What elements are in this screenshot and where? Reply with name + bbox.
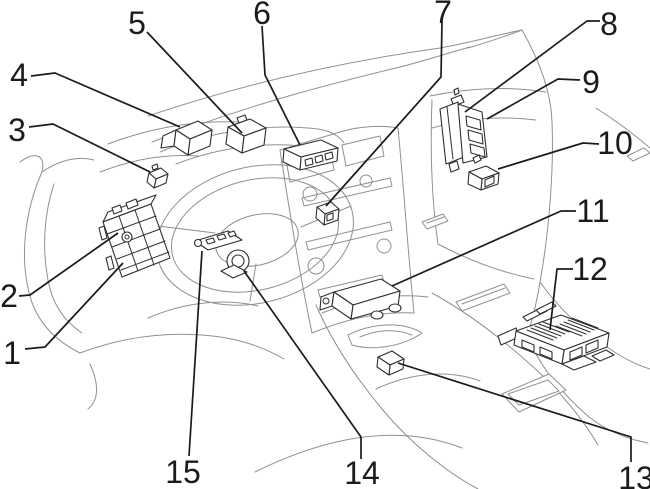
knee-bolster-b [87,363,97,410]
component-3-connector [146,163,169,189]
console-opening-inner [507,379,560,406]
component-7-relay [315,201,340,226]
callout-label-11: 11 [576,193,609,229]
leader-line-4 [30,72,181,128]
console-opening-outer [501,373,567,413]
leader-line-13 [397,362,632,462]
leader-line-10 [497,142,600,170]
component-14-socket [220,249,250,279]
component-12-ecu [497,301,615,371]
under-dash-edge [437,243,535,280]
leader-line-15 [188,250,203,457]
leader-line-9 [486,78,581,120]
callout-label-6: 6 [253,0,271,31]
callout-label-9: 9 [582,64,600,100]
knee-bolster-c [147,301,259,319]
component-10-connector [467,154,500,191]
component-11-control-unit [319,278,402,320]
component-15-bracket [193,230,243,251]
leader-line-6 [261,25,301,146]
callout-label-7: 7 [434,0,452,30]
callout-label-4: 4 [10,57,28,93]
door-top-line [595,107,650,149]
callout-label-15: 15 [165,454,201,489]
component-junction-fuse-box [98,194,171,278]
callout-label-5: 5 [128,5,146,41]
component-4-relay [160,120,213,156]
dash-trim-piece [455,283,511,312]
dash-trim-inner [461,287,506,305]
callout-label-8: 8 [600,6,618,42]
glove-box-top [429,88,547,97]
leader-line-11 [391,210,576,287]
leader-line-12 [549,268,573,331]
callout-label-14: 14 [344,455,380,489]
leader-line-7 [325,21,443,207]
knee-bolster-d [201,334,285,360]
dash-fold-a [107,121,239,145]
component-relay-block [439,87,488,173]
left-dash-fold [41,158,95,173]
door-mid-line [539,281,650,370]
callout-label-1: 1 [3,335,21,371]
callout-label-2: 2 [0,278,18,314]
dash-right-edge [521,29,553,337]
dash-fold-b [99,155,199,173]
door-low-line [526,335,649,444]
leader-line-1 [24,262,124,350]
callout-label-13: 13 [618,460,650,489]
cowl-join [467,29,523,49]
leader-line-14 [243,270,362,459]
leader-line-2 [18,232,119,297]
leader-line-8 [464,20,600,113]
glove-box-seam [430,99,439,245]
door-handle [626,147,650,162]
components-layer [98,87,615,376]
callout-label-12: 12 [572,251,608,287]
dash-top-edge [147,29,523,117]
callout-label-10: 10 [597,125,633,161]
cowl-line [151,46,471,143]
component-6-relay-box [282,139,339,171]
dash-seam-inner [426,216,445,224]
left-door-outline [19,155,81,354]
component-5-relay [225,114,267,154]
leader-line-3 [28,123,151,173]
knee-bolster-a [79,333,203,354]
center-console [254,292,599,489]
leader-line-5 [146,31,243,134]
left-door-inner [44,183,83,334]
callout-label-3: 3 [8,112,26,148]
